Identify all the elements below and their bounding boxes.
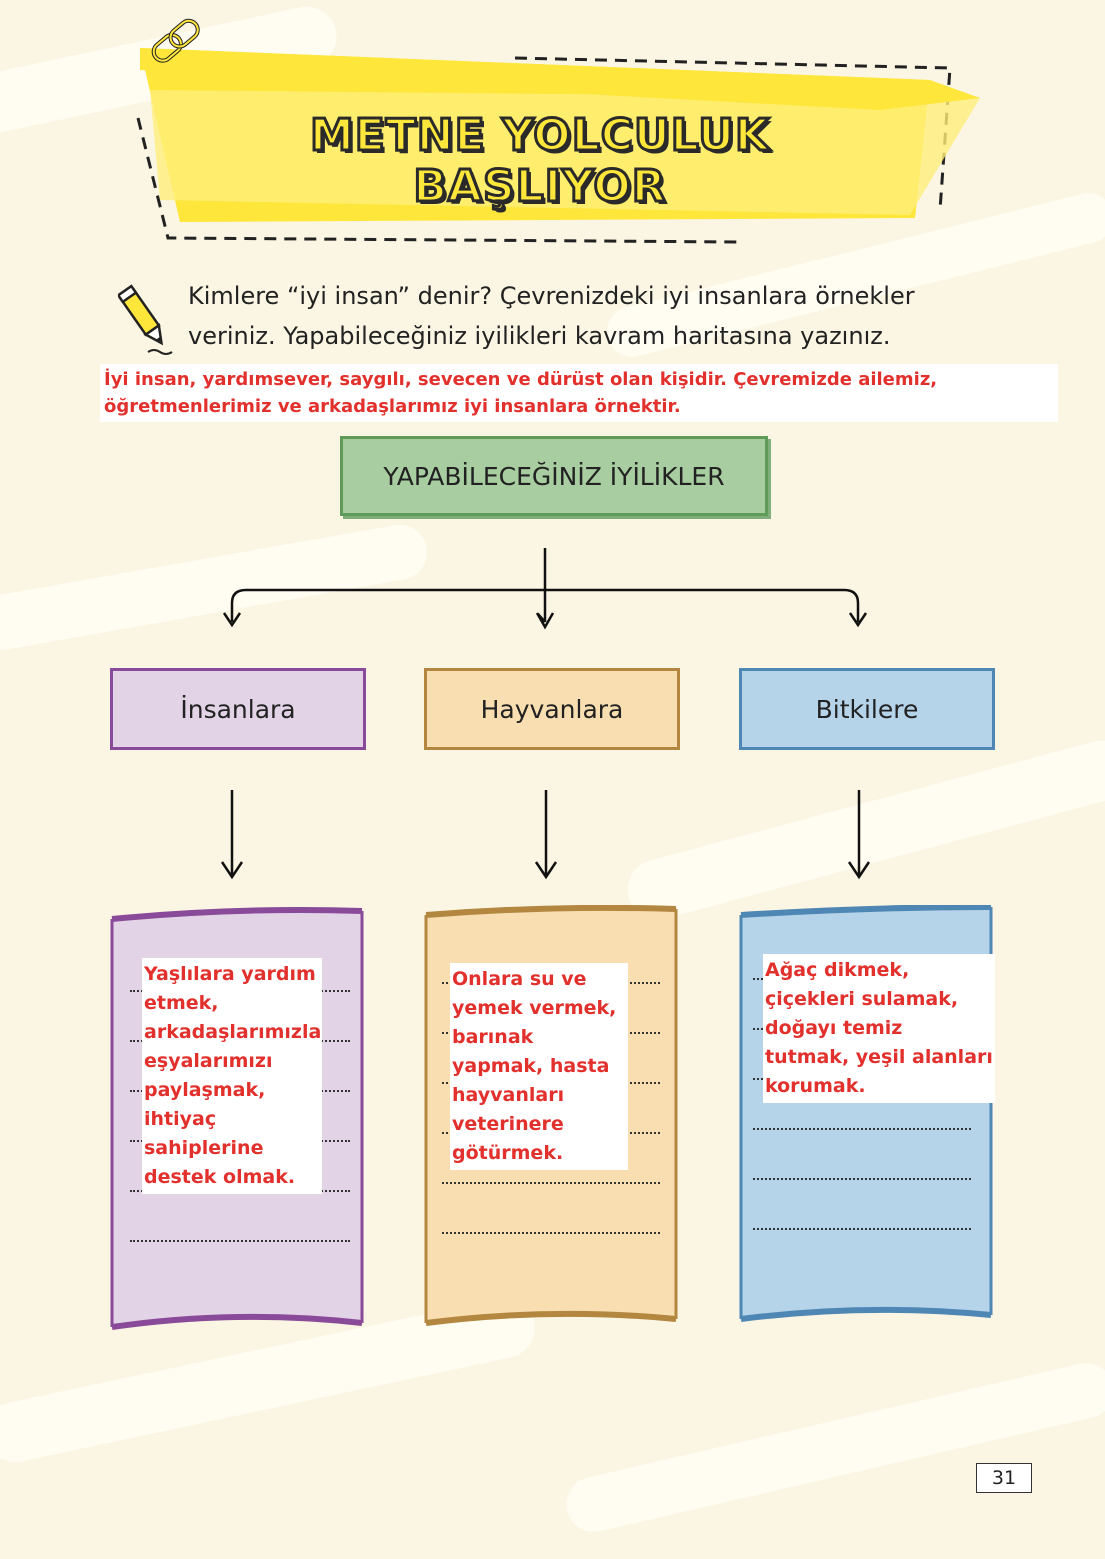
pencil-icon — [118, 284, 173, 355]
answer-line: İyi insan, yardımsever, saygılı, sevecen… — [104, 369, 938, 390]
answer-line: öğretmenlerimiz ve arkadaşlarımız iyi in… — [104, 396, 681, 417]
writing-line — [753, 1128, 971, 1130]
question-text: Kimlere “iyi insan” denir? Çevrenizdeki … — [188, 276, 988, 356]
chain-link-icon — [151, 18, 200, 63]
writing-line — [442, 1182, 660, 1184]
writing-line — [130, 1240, 350, 1242]
title-banner — [136, 18, 980, 244]
answer-insanlara: Yaşlılara yardım etmek, arkadaşlarımızla… — [142, 958, 322, 1194]
banner-title: METNE YOLCULUK BAŞLIYOR — [308, 109, 771, 214]
category-bitkilere: Bitkilere — [739, 668, 995, 750]
writing-line — [442, 1232, 660, 1234]
answer-hayvanlara: Onlara su ve yemek vermek, barınak yapma… — [450, 963, 628, 1170]
answer-bitkilere: Ağaç dikmek, çiçekleri sulamak, doğayı t… — [763, 954, 995, 1103]
writing-line — [753, 1228, 971, 1230]
concept-root: YAPABİLECEĞİNİZ İYİLİKLER — [340, 436, 768, 516]
question-line: Kimlere “iyi insan” denir? Çevrenizdeki … — [188, 282, 915, 310]
category-insanlara: İnsanlara — [110, 668, 366, 750]
question-line: veriniz. Yapabileceğiniz iyilikleri kavr… — [188, 322, 891, 350]
answer-text: İyi insan, yardımsever, saygılı, sevecen… — [100, 364, 1058, 422]
page-number: 31 — [976, 1463, 1032, 1493]
category-hayvanlara: Hayvanlara — [424, 668, 680, 750]
writing-line — [753, 1178, 971, 1180]
